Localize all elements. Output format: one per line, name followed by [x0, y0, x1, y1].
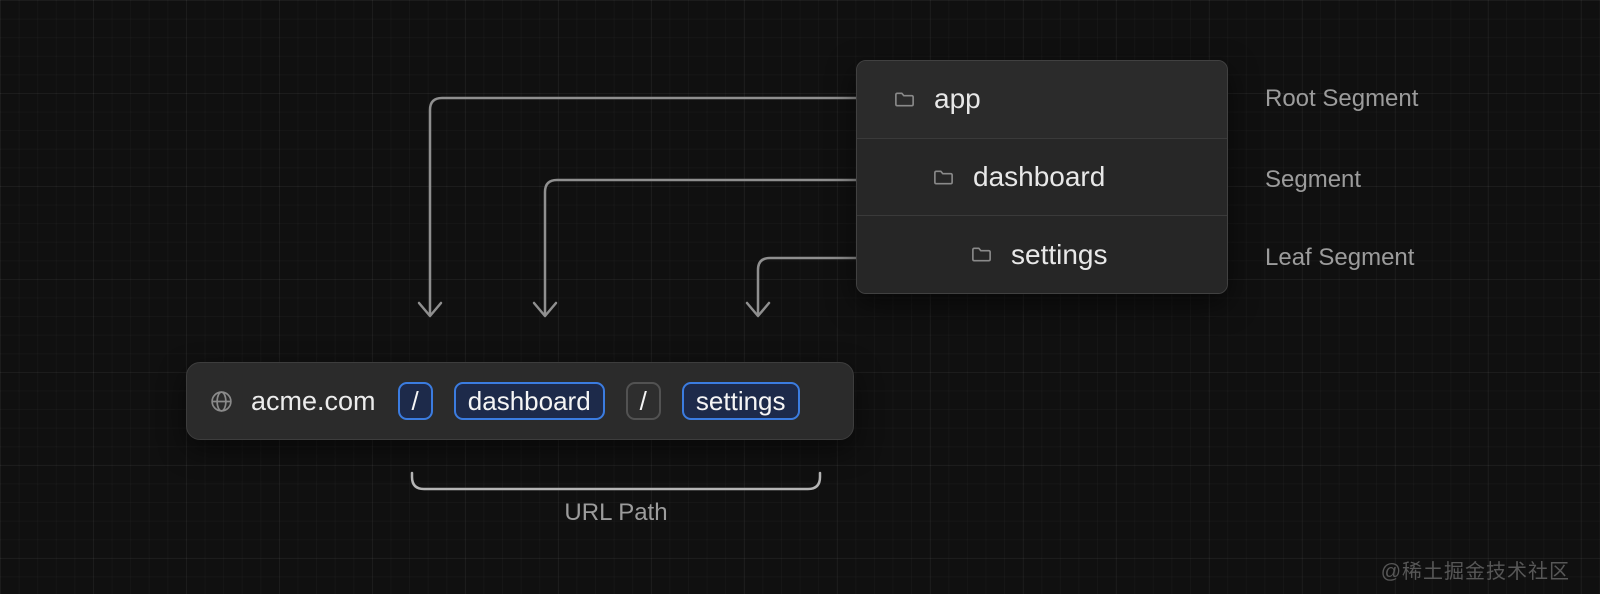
- folder-row-dashboard[interactable]: dashboard: [857, 137, 1227, 216]
- url-bar[interactable]: acme.com / dashboard / settings: [186, 362, 854, 440]
- folder-icon: [893, 88, 916, 111]
- url-domain: acme.com: [251, 385, 376, 416]
- folder-icon: [932, 166, 955, 189]
- folder-label: settings: [1011, 238, 1108, 270]
- annotation-leaf-segment: Leaf Segment: [1265, 244, 1415, 271]
- globe-icon: [209, 389, 234, 414]
- arrowhead-dashboard: [532, 301, 558, 318]
- watermark: @稀土掘金技术社区: [1380, 561, 1570, 583]
- url-path-label: URL Path: [564, 499, 668, 526]
- url-segment-slash-1[interactable]: /: [397, 382, 433, 420]
- folder-icon: [970, 243, 993, 266]
- annotation-segment: Segment: [1265, 166, 1362, 193]
- folder-tree-panel: app dashboard settings: [856, 60, 1228, 294]
- folder-label: dashboard: [973, 161, 1106, 192]
- arrow-dashboard-to-chip: [543, 178, 858, 316]
- folder-label: app: [934, 83, 981, 115]
- arrow-app-to-root-slash: [428, 96, 858, 316]
- url-segment-slash-2[interactable]: /: [625, 382, 661, 420]
- folder-row-app[interactable]: app: [857, 61, 1227, 138]
- arrowhead-settings: [745, 301, 771, 318]
- url-segment-settings[interactable]: settings: [681, 382, 800, 420]
- folder-row-settings[interactable]: settings: [857, 215, 1227, 293]
- annotation-root-segment: Root Segment: [1265, 85, 1419, 112]
- arrow-settings-to-chip: [756, 256, 858, 316]
- url-segment-dashboard[interactable]: dashboard: [453, 382, 605, 420]
- arrowhead-root-slash: [417, 301, 443, 318]
- url-path-bracket: [410, 471, 822, 491]
